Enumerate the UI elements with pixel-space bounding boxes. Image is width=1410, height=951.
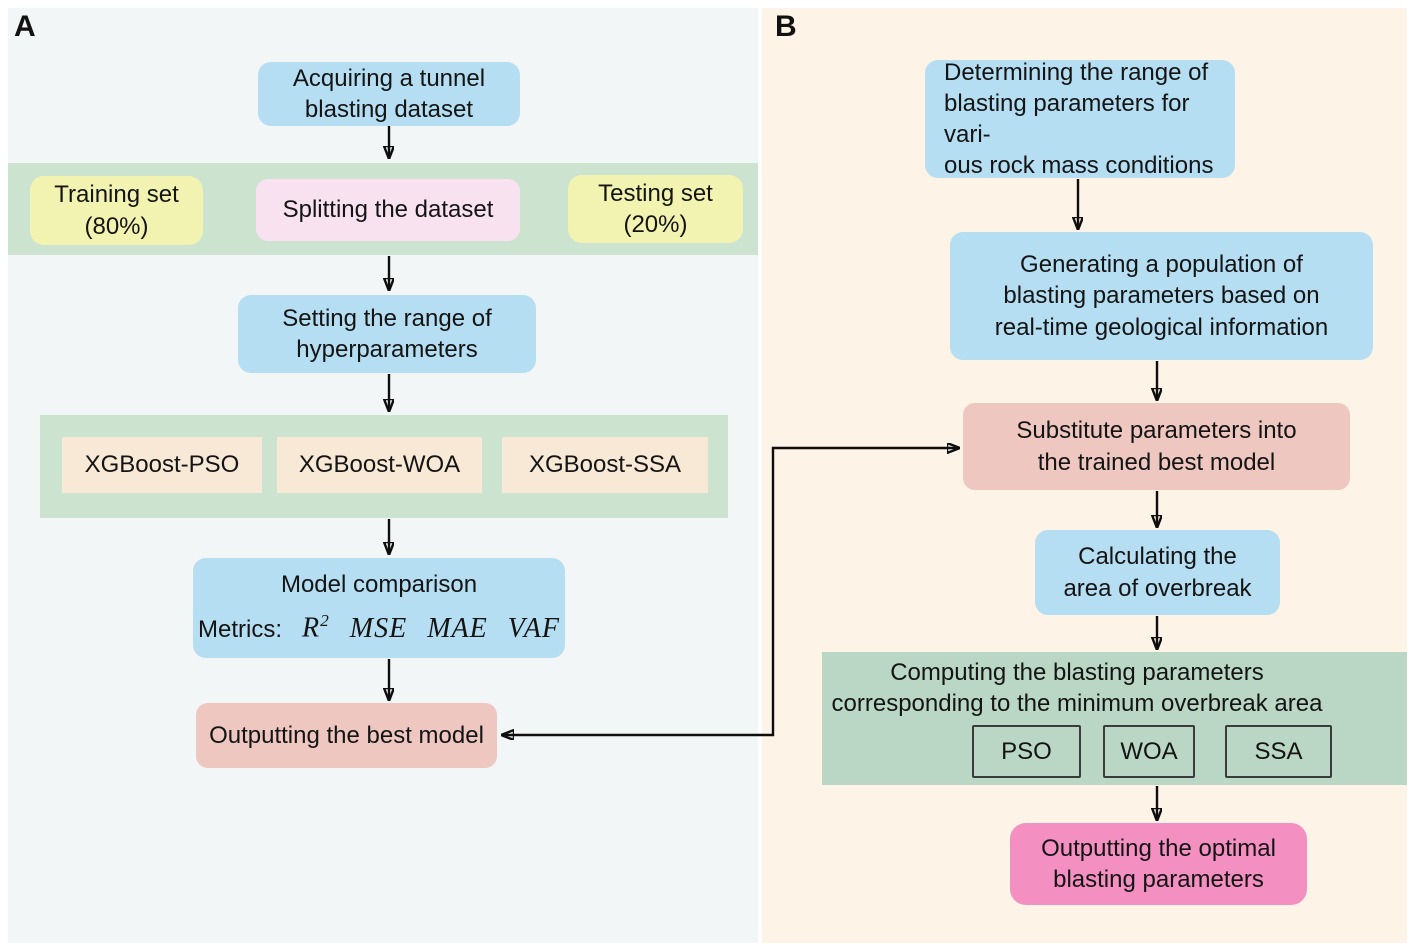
metric-r2: R2 bbox=[302, 611, 330, 644]
metric-mae: MAE bbox=[427, 612, 488, 644]
testing-set-box: Testing set (20%) bbox=[568, 175, 743, 243]
acquire-dataset-box: Acquiring a tunnel blasting dataset bbox=[258, 62, 520, 126]
xgboost-woa-box: XGBoost-WOA bbox=[277, 437, 482, 493]
computing-text: Computing the blasting parameters corres… bbox=[831, 658, 1323, 717]
ssa-box: SSA bbox=[1225, 725, 1332, 778]
output-best-model-box: Outputting the best model bbox=[196, 703, 497, 768]
output-optimal-parameters-box: Outputting the optimal blasting paramete… bbox=[1010, 823, 1307, 905]
determining-range-box: Determining the range of blasting parame… bbox=[925, 59, 1235, 179]
panel-b-label: B bbox=[775, 10, 797, 43]
metrics-label: Metrics: bbox=[198, 615, 282, 643]
substitute-parameters-box: Substitute parameters into the trained b… bbox=[963, 403, 1350, 490]
panel-a-label: A bbox=[14, 10, 36, 43]
model-comparison-title: Model comparison bbox=[280, 571, 478, 599]
metrics-row: Metrics: R2 MSE MAE VAF bbox=[198, 610, 560, 647]
splitting-dataset-box: Splitting the dataset bbox=[256, 179, 520, 241]
calculating-overbreak-box: Calculating the area of overbreak bbox=[1035, 530, 1280, 615]
metric-vaf: VAF bbox=[507, 612, 560, 644]
model-comparison-box: Model comparison Metrics: R2 MSE MAE VAF bbox=[193, 558, 565, 658]
xgboost-ssa-box: XGBoost-SSA bbox=[502, 437, 708, 493]
training-set-box: Training set (80%) bbox=[30, 176, 203, 245]
generating-population-box: Generating a population of blasting para… bbox=[950, 232, 1373, 360]
setting-hyperparameters-box: Setting the range of hyperparameters bbox=[238, 295, 536, 373]
pso-box: PSO bbox=[972, 725, 1081, 778]
woa-box: WOA bbox=[1103, 725, 1195, 778]
metric-mse: MSE bbox=[349, 612, 408, 644]
xgboost-pso-box: XGBoost-PSO bbox=[62, 437, 262, 493]
